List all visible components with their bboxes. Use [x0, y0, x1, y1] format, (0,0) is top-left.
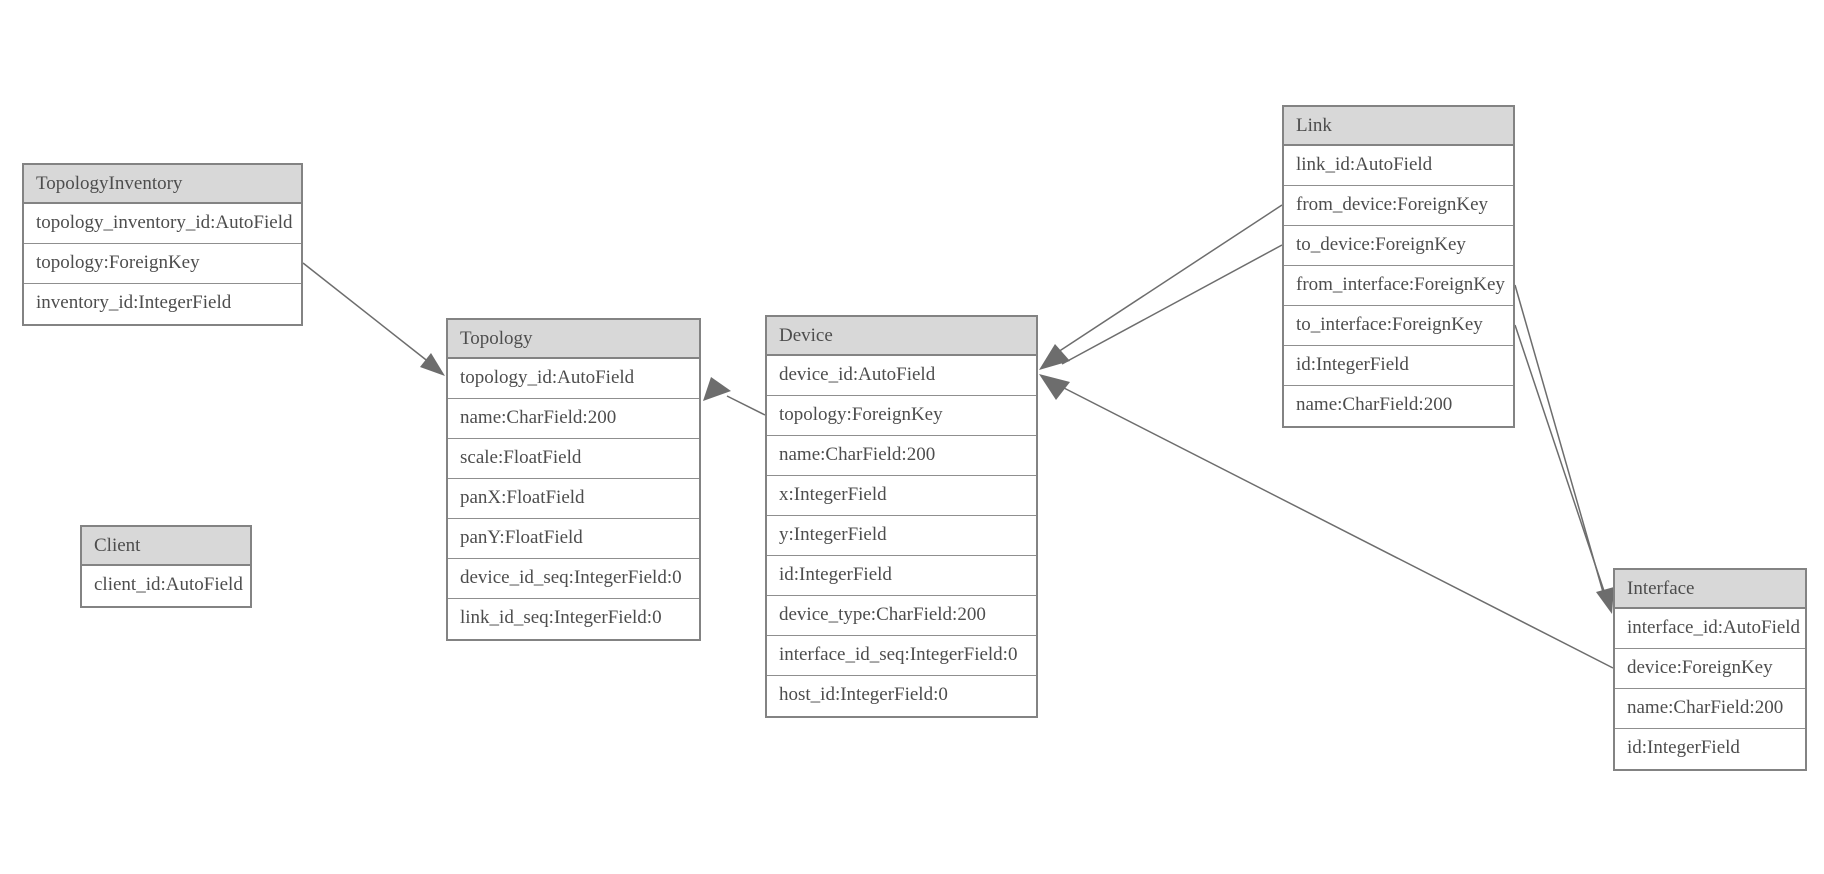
entity-field-row: name:CharField:200: [1615, 689, 1805, 729]
entity-field-row: id:IntegerField: [1284, 346, 1513, 386]
entity-field-row: topology_inventory_id:AutoField: [24, 204, 301, 244]
entity-field-row: link_id:AutoField: [1284, 146, 1513, 186]
entity-field-row: to_device:ForeignKey: [1284, 226, 1513, 266]
relation-line-link-to_interface-interface: [1514, 324, 1607, 598]
entity-field-row: id:IntegerField: [1615, 729, 1805, 769]
relation-line-link-from_device-device: [1057, 204, 1283, 353]
entity-field-row: link_id_seq:IntegerField:0: [448, 599, 699, 639]
arrowhead-icon-link-from_interface-interface: [1596, 587, 1614, 614]
entity-field-row: device_id_seq:IntegerField:0: [448, 559, 699, 599]
entity-field-row: interface_id:AutoField: [1615, 609, 1805, 649]
entity-field-row: interface_id_seq:IntegerField:0: [767, 636, 1036, 676]
entity-title-client: Client: [82, 527, 250, 566]
entity-field-row: device_type:CharField:200: [767, 596, 1036, 636]
entity-field-row: from_device:ForeignKey: [1284, 186, 1513, 226]
entity-field-row: topology:ForeignKey: [24, 244, 301, 284]
entity-field-row: panY:FloatField: [448, 519, 699, 559]
entity-field-row: panX:FloatField: [448, 479, 699, 519]
entity-field-row: y:IntegerField: [767, 516, 1036, 556]
entity-field-row: id:IntegerField: [767, 556, 1036, 596]
entity-field-row: name:CharField:200: [448, 399, 699, 439]
entity-title-topologyinventory: TopologyInventory: [24, 165, 301, 204]
entity-field-row: name:CharField:200: [1284, 386, 1513, 426]
entity-field-row: to_interface:ForeignKey: [1284, 306, 1513, 346]
relation-line-link-from_interface-interface: [1514, 284, 1604, 593]
arrowhead-icon-device-topology: [703, 377, 731, 401]
entity-field-row: client_id:AutoField: [82, 566, 250, 606]
entity-title-link: Link: [1284, 107, 1513, 146]
relation-line-interface-device: [1063, 387, 1614, 669]
entity-field-row: device_id:AutoField: [767, 356, 1036, 396]
entity-field-row: inventory_id:IntegerField: [24, 284, 301, 324]
entity-field-row: name:CharField:200: [767, 436, 1036, 476]
entity-field-row: device:ForeignKey: [1615, 649, 1805, 689]
entity-title-interface: Interface: [1615, 570, 1805, 609]
entity-field-row: scale:FloatField: [448, 439, 699, 479]
relation-line-topologyinventory-topology: [302, 262, 431, 364]
entity-field-row: topology:ForeignKey: [767, 396, 1036, 436]
arrowhead-icon-topologyinventory-topology: [420, 353, 445, 376]
entity-title-topology: Topology: [448, 320, 699, 359]
entity-field-row: topology_id:AutoField: [448, 359, 699, 399]
relation-line-link-to_device-device: [1061, 244, 1283, 365]
arrowhead-icon-interface-device: [1039, 374, 1070, 400]
entity-field-row: host_id:IntegerField:0: [767, 676, 1036, 716]
entity-title-device: Device: [767, 317, 1036, 356]
entity-field-row: from_interface:ForeignKey: [1284, 266, 1513, 306]
relation-line-device-topology: [726, 395, 766, 416]
arrowhead-icon-link-from_device-device: [1039, 344, 1070, 370]
entity-field-row: x:IntegerField: [767, 476, 1036, 516]
